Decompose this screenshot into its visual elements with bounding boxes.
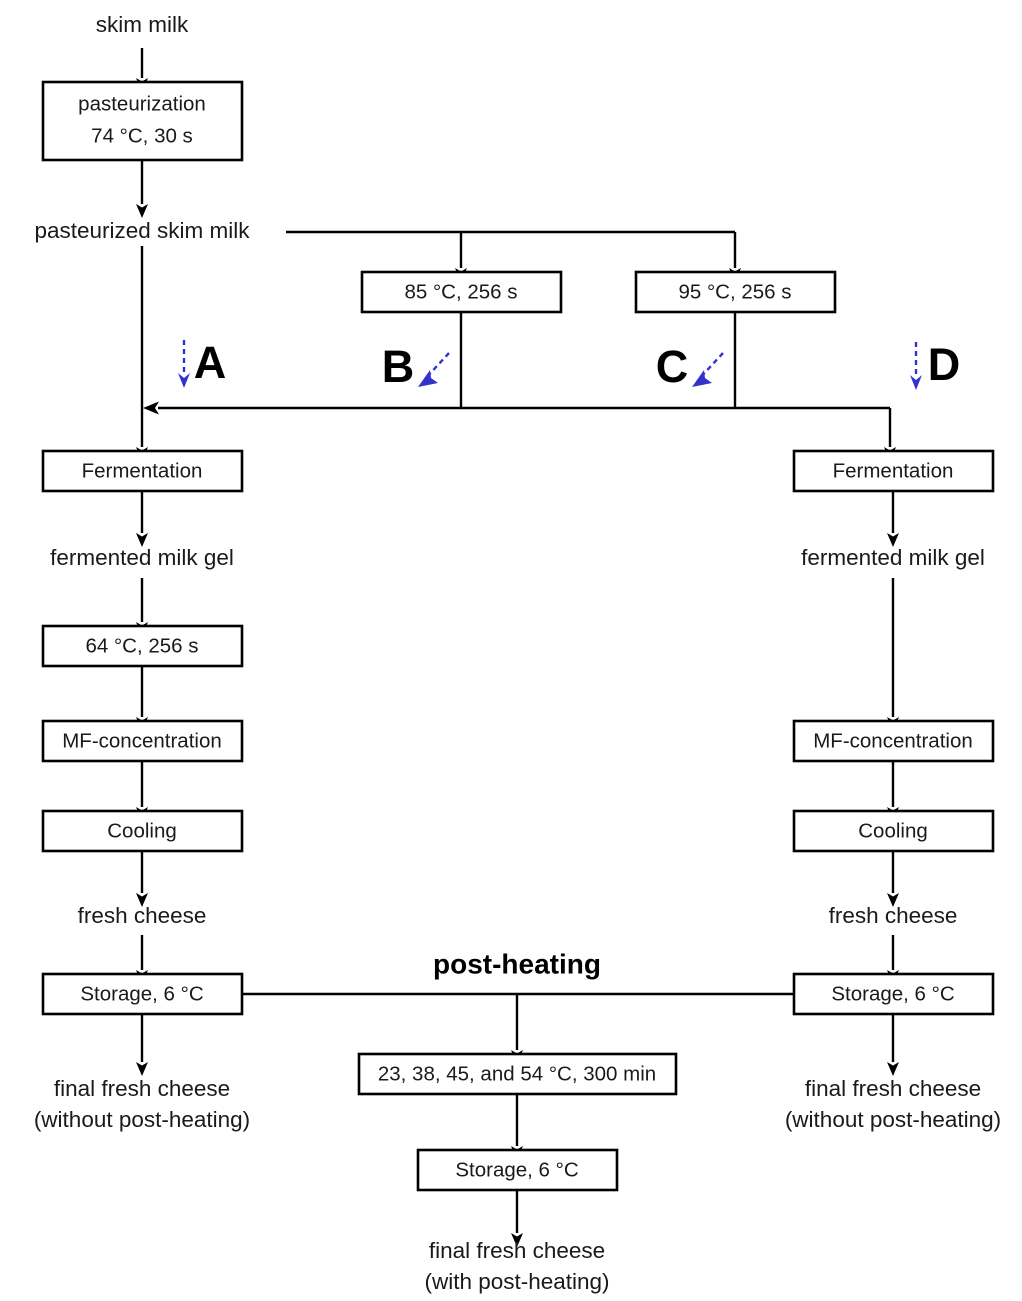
edge-postheating-bridge bbox=[242, 992, 794, 1064]
box-fermentation-left: Fermentation bbox=[41, 449, 244, 493]
mf-left-label: MF-concentration bbox=[62, 729, 222, 752]
fermentation-left-label: Fermentation bbox=[82, 459, 203, 482]
box-heat-64: 64 °C, 256 s bbox=[41, 624, 244, 668]
branch-label-d: D bbox=[928, 339, 961, 390]
heat-95-label: 95 °C, 256 s bbox=[678, 280, 791, 303]
mf-right-label: MF-concentration bbox=[813, 729, 973, 752]
node-fresh-cheese-left: fresh cheese bbox=[78, 903, 207, 928]
box-storage-right: Storage, 6 °C bbox=[792, 972, 995, 1016]
node-final-cheese-center-line1: final fresh cheese bbox=[429, 1238, 605, 1263]
node-fermented-milk-gel-right: fermented milk gel bbox=[801, 545, 985, 570]
storage-center-label: Storage, 6 °C bbox=[455, 1158, 578, 1181]
pasteurization-label-line2: 74 °C, 30 s bbox=[91, 124, 193, 147]
section-label-post-heating: post-heating bbox=[433, 948, 601, 979]
branch-label-c: C bbox=[656, 341, 689, 392]
node-final-cheese-left-line2: (without post-heating) bbox=[34, 1107, 250, 1132]
fermentation-right-label: Fermentation bbox=[833, 459, 954, 482]
node-final-cheese-center-line2: (with post-heating) bbox=[424, 1269, 609, 1294]
node-fresh-cheese-right: fresh cheese bbox=[829, 903, 958, 928]
box-fermentation-right: Fermentation bbox=[792, 449, 995, 493]
node-pasteurized-skim-milk: pasteurized skim milk bbox=[34, 218, 250, 243]
edge-distribution-header bbox=[286, 230, 741, 282]
branch-marker-d: D bbox=[910, 339, 960, 390]
box-pasteurization: pasteurization 74 °C, 30 s bbox=[41, 80, 244, 162]
box-cooling-left: Cooling bbox=[41, 809, 244, 853]
box-storage-left: Storage, 6 °C bbox=[41, 972, 244, 1016]
box-cooling-right: Cooling bbox=[792, 809, 995, 853]
branch-label-a: A bbox=[194, 337, 227, 388]
heat-64-label: 64 °C, 256 s bbox=[85, 634, 198, 657]
box-mf-right: MF-concentration bbox=[792, 719, 995, 763]
node-skim-milk: skim milk bbox=[96, 12, 189, 37]
branch-marker-c: C bbox=[656, 341, 724, 392]
cooling-left-label: Cooling bbox=[107, 819, 177, 842]
box-heat-85: 85 °C, 256 s bbox=[360, 270, 563, 314]
node-final-cheese-right-line1: final fresh cheese bbox=[805, 1076, 981, 1101]
storage-left-label: Storage, 6 °C bbox=[80, 982, 203, 1005]
box-storage-center: Storage, 6 °C bbox=[416, 1148, 619, 1192]
pasteurization-label-line1: pasteurization bbox=[78, 92, 206, 115]
cooling-right-label: Cooling bbox=[858, 819, 928, 842]
branch-label-b: B bbox=[382, 341, 415, 392]
postheating-temps-label: 23, 38, 45, and 54 °C, 300 min bbox=[378, 1062, 656, 1085]
heat-85-label: 85 °C, 256 s bbox=[404, 280, 517, 303]
node-fermented-milk-gel-left: fermented milk gel bbox=[50, 545, 234, 570]
node-final-cheese-right-line2: (without post-heating) bbox=[785, 1107, 1001, 1132]
box-postheating-temps: 23, 38, 45, and 54 °C, 300 min bbox=[357, 1052, 678, 1096]
node-final-cheese-left-line1: final fresh cheese bbox=[54, 1076, 230, 1101]
edge-merge-bar bbox=[136, 401, 896, 461]
storage-right-label: Storage, 6 °C bbox=[831, 982, 954, 1005]
box-heat-95: 95 °C, 256 s bbox=[634, 270, 837, 314]
box-mf-left: MF-concentration bbox=[41, 719, 244, 763]
branch-marker-b: B bbox=[382, 341, 450, 392]
branch-marker-a: A bbox=[178, 337, 226, 388]
